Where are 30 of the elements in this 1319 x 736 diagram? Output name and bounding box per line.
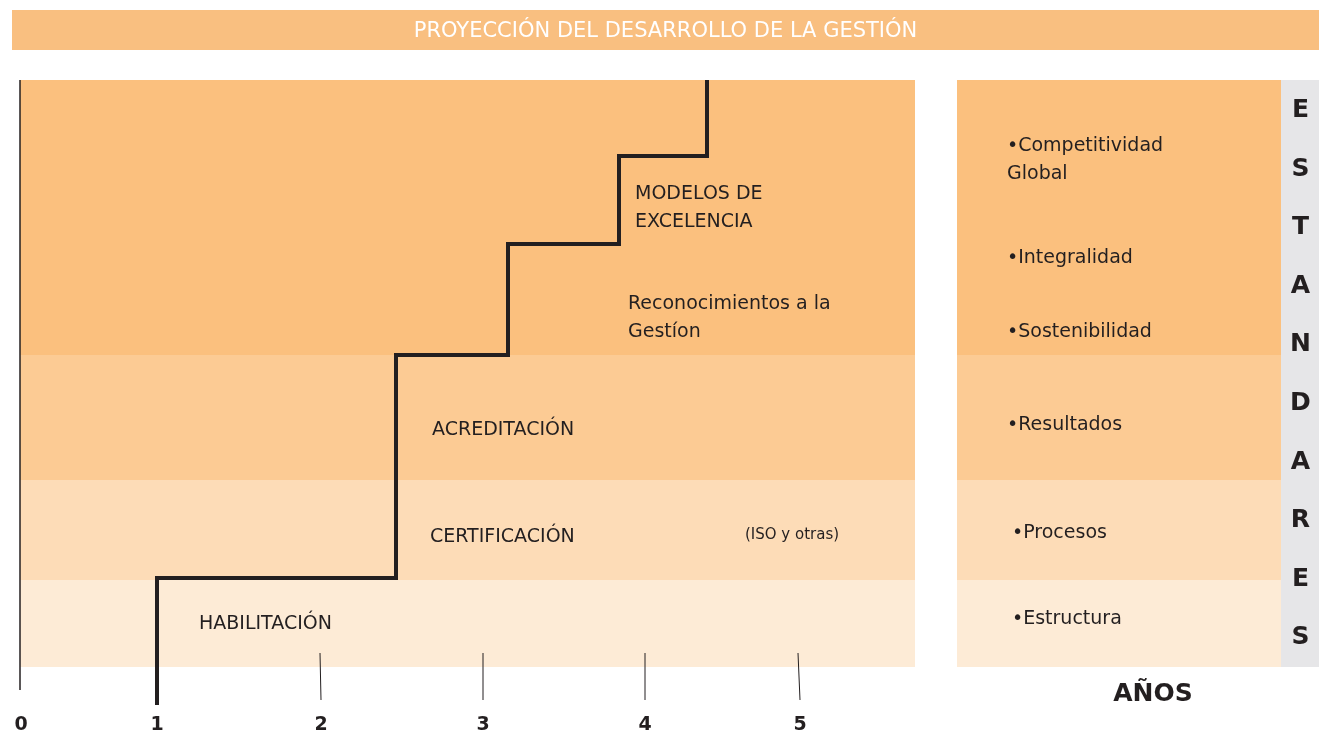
- standard-band: [957, 580, 1281, 667]
- bullet-item: •Procesos: [1012, 519, 1108, 544]
- tick-label: 5: [792, 712, 808, 734]
- stage-label: HABILITACIÓN: [199, 609, 333, 635]
- tick-label: 1: [149, 712, 165, 734]
- tick-label: 3: [475, 712, 491, 734]
- standard-band: [957, 480, 1281, 580]
- note-text: (ISO y otras): [745, 524, 841, 545]
- tick-label: 4: [637, 712, 653, 734]
- stage-label: CERTIFICACIÓN: [430, 522, 576, 548]
- stage-band: [20, 355, 915, 480]
- vertical-header-band: [1281, 80, 1319, 667]
- tick-label: 2: [313, 712, 329, 734]
- stage-label: Reconocimientos a la Gestíon: [628, 290, 832, 343]
- bullet-item: •Resultados: [1007, 411, 1124, 436]
- bullet-item: •Competitividad Global: [1007, 132, 1165, 185]
- standard-band: [957, 80, 1281, 355]
- stage-band: [20, 80, 915, 355]
- vertical-heading: ESTANDARES: [1289, 93, 1312, 653]
- bullet-item: •Estructura: [1012, 605, 1123, 630]
- standard-band: [957, 355, 1281, 480]
- stage-label: MODELOS DE EXCELENCIA: [635, 180, 764, 233]
- stage-band: [20, 580, 915, 667]
- title-banner: PROYECCIÓN DEL DESARROLLO DE LA GESTIÓN: [12, 10, 1319, 50]
- bullet-item: •Integralidad: [1007, 244, 1134, 269]
- tick-label: 0: [13, 712, 29, 734]
- stage-band: [20, 480, 915, 580]
- bullet-item: •Sostenibilidad: [1007, 318, 1153, 343]
- stage-label: ACREDITACIÓN: [432, 415, 576, 441]
- axis-title: AÑOS: [1112, 678, 1194, 707]
